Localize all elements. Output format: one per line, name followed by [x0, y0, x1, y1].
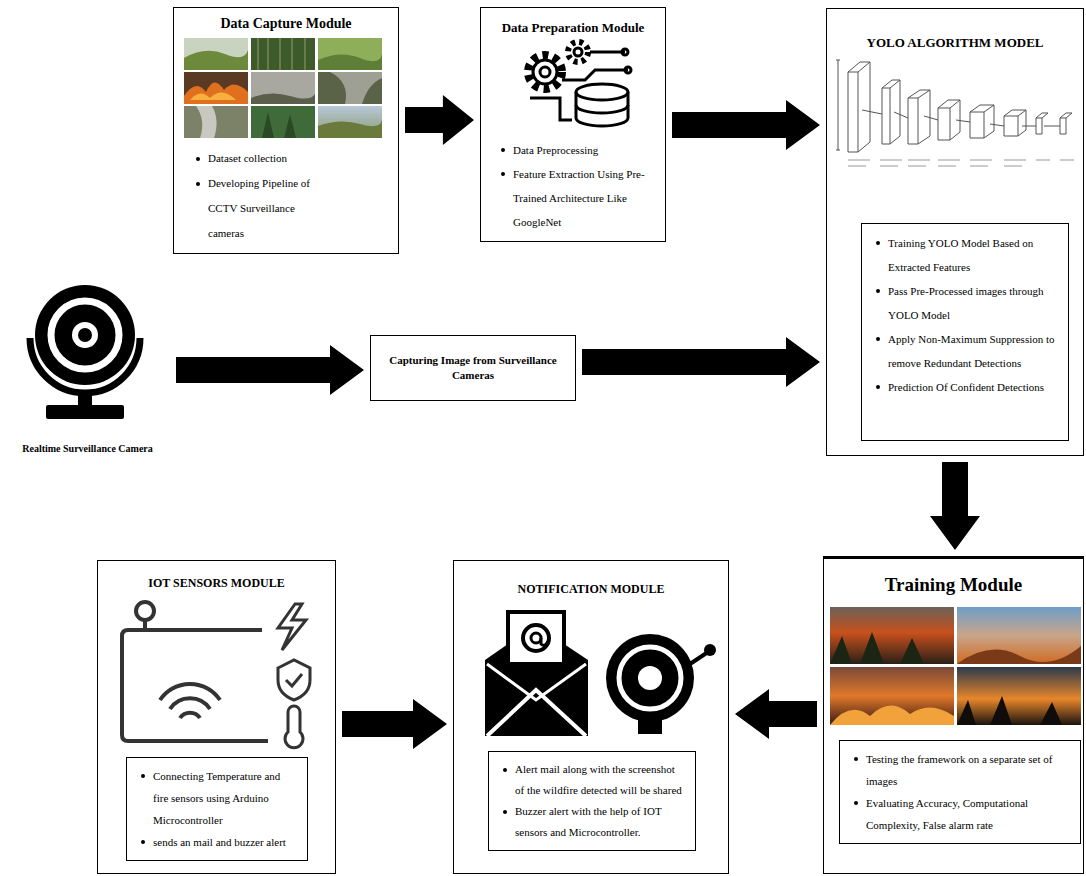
bullet-text: Training YOLO Model Based on Extracted F… [874, 231, 1058, 279]
bullet-text: Developing Pipeline of CCTV Surveillance… [194, 171, 332, 246]
mail-icon [485, 612, 588, 736]
block-arrow [735, 689, 817, 739]
bullet-text: Pass Pre-Processed images through YOLO M… [874, 279, 1058, 327]
block-arrow [342, 699, 447, 749]
bullet-text: Buzzer alert with the help of IOT sensor… [501, 801, 685, 843]
cnn-architecture-sketch [836, 60, 1074, 166]
block-arrow [930, 462, 980, 550]
bullet-list-box: Training YOLO Model Based on Extracted F… [861, 223, 1069, 441]
gear-database-icon [528, 42, 631, 126]
module-title: Data Preparation Module [483, 21, 663, 36]
block-arrow [582, 337, 820, 387]
module-box: NOTIFICATION MODULE Alert mail along with… [453, 560, 729, 874]
bullet-list-box: Testing the framework on a separate set … [839, 740, 1081, 844]
block-arrow [672, 100, 820, 150]
bullet-list: Dataset collectionDeveloping Pipeline of… [194, 146, 332, 246]
bullet-text: Connecting Temperature and fire sensors … [139, 765, 297, 831]
module-title: YOLO ALGORITHM MODEL [829, 36, 1081, 51]
module-box: Training ModuleTesting the framework on … [823, 556, 1084, 874]
bullet-list-box: Alert mail along with the screenshot of … [488, 751, 696, 851]
module-box: Data Capture ModuleDataset collectionDev… [173, 7, 399, 254]
camera-node: Realtime Surveillance Camera [5, 285, 170, 463]
bullet-text: Dataset collection [194, 146, 332, 171]
bullet-text: Alert mail along with the screenshot of … [501, 759, 685, 801]
iot-sensor-icon [122, 602, 310, 748]
block-arrow [405, 95, 474, 145]
module-box: YOLO ALGORITHM MODEL Training YOLO Model … [826, 8, 1084, 456]
bullet-text: Data Preprocessing [499, 138, 661, 162]
bullet-list-box: Connecting Temperature and fire sensors … [126, 757, 308, 861]
bullet-text: Prediction Of Confident Detections [874, 375, 1058, 399]
module-title: Data Capture Module [176, 16, 396, 32]
process-text: Capturing Image from Surveillance Camera… [383, 353, 563, 383]
module-title: NOTIFICATION MODULE [456, 583, 726, 597]
camera-label: Realtime Surveillance Camera [7, 443, 168, 455]
block-arrow [176, 345, 364, 395]
module-box: IOT SENSORS MODULE Connecting Temperature… [97, 560, 336, 874]
bullet-text: Testing the framework on a separate set … [852, 748, 1070, 792]
wildfire-images [830, 607, 1081, 725]
bullet-text: Evaluating Accuracy, Computational Compl… [852, 792, 1070, 836]
bullet-list: Data PreprocessingFeature Extraction Usi… [499, 138, 661, 234]
buzzer-bell-icon [606, 634, 716, 734]
bullet-text: sends an mail and buzzer alert [139, 831, 297, 853]
module-box: Data Preparation ModuleData Preprocessin… [480, 7, 666, 242]
module-title: Training Module [826, 574, 1081, 596]
process-box: Capturing Image from Surveillance Camera… [370, 335, 576, 401]
surveillance-camera-icon [30, 285, 140, 419]
bullet-text: Apply Non-Maximum Suppression to remove … [874, 327, 1058, 375]
bullet-text: Feature Extraction Using Pre-Trained Arc… [499, 162, 661, 234]
dataset-thumbnails [184, 38, 382, 138]
module-title: IOT SENSORS MODULE [100, 577, 333, 591]
